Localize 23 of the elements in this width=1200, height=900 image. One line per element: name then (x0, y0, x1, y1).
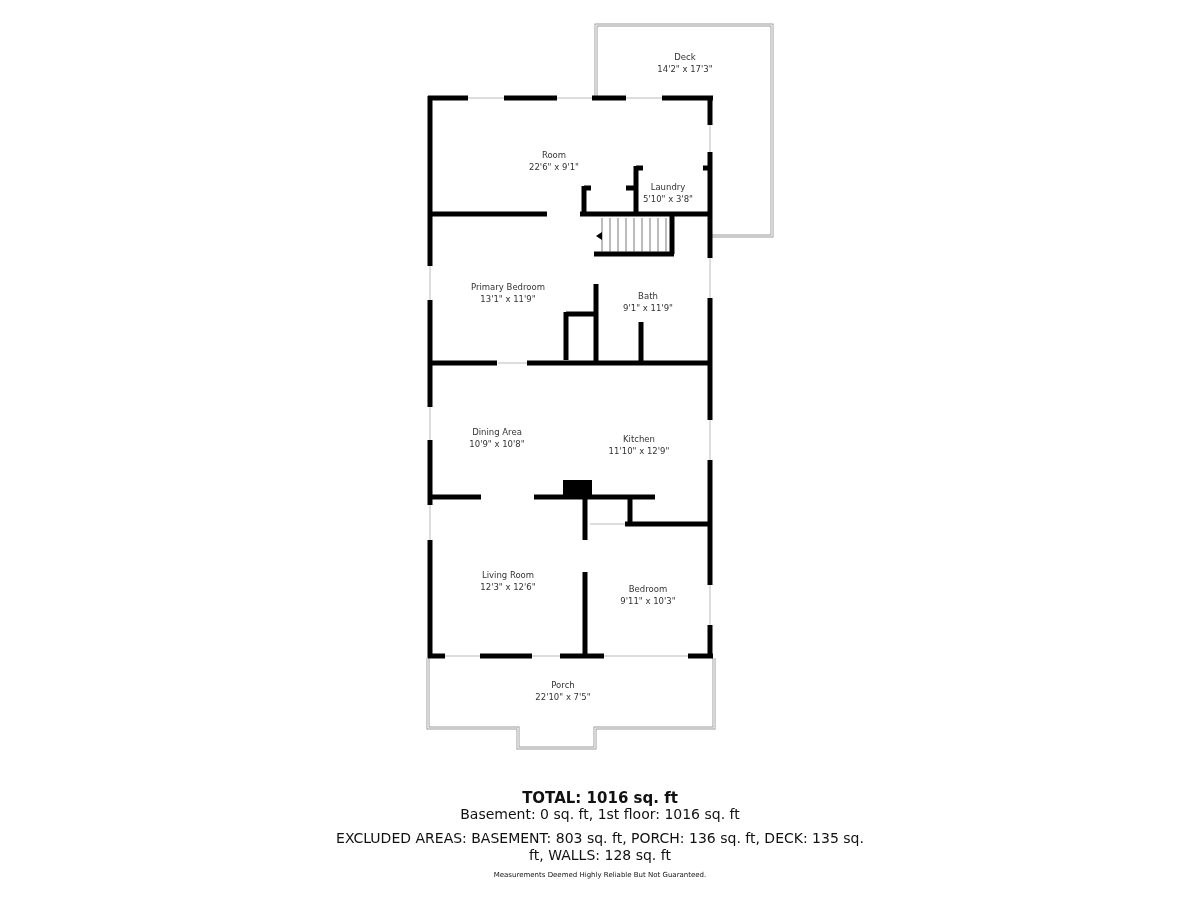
room-name: Laundry (650, 181, 686, 193)
room-name: Bath (638, 290, 658, 302)
room-name: Primary Bedroom (471, 281, 545, 293)
room-dimensions: 12'3" x 12'6" (480, 581, 536, 593)
room-name: Living Room (481, 569, 535, 581)
room-dimensions: 9'1" x 11'9" (623, 302, 673, 314)
room-name: Deck (674, 51, 696, 63)
room-name: Porch (551, 679, 575, 691)
room-dimensions: 22'6" x 9'1" (529, 161, 579, 173)
total-area-text: TOTAL: 1016 sq. ft (521, 789, 679, 807)
room-dimensions: 14'2" x 17'3" (657, 63, 713, 75)
room-name: Bedroom (628, 583, 668, 595)
room-dimensions: 10'9" x 10'8" (469, 438, 525, 450)
room-name: Kitchen (623, 433, 655, 445)
room-dimensions: 9'11" x 10'3" (620, 595, 676, 607)
floor-area-text: Basement: 0 sq. ft, 1st floor: 1016 sq. ft (459, 806, 741, 822)
excluded-areas-text: EXCLUDED AREAS: BASEMENT: 803 sq. ft, PORCH: 136 sq. ft, DECK: 135 sq. ft, WALLS: 128 sq. ft (335, 830, 865, 864)
room-name: Dining Area (472, 426, 522, 438)
room-dimensions: 22'10" x 7'5" (535, 691, 591, 703)
room-name: Room (541, 149, 567, 161)
room-dimensions: 11'10" x 12'9" (608, 445, 670, 457)
room-dimensions: 13'1" x 11'9" (480, 293, 536, 305)
room-dimensions: 5'10" x 3'8" (643, 193, 693, 205)
